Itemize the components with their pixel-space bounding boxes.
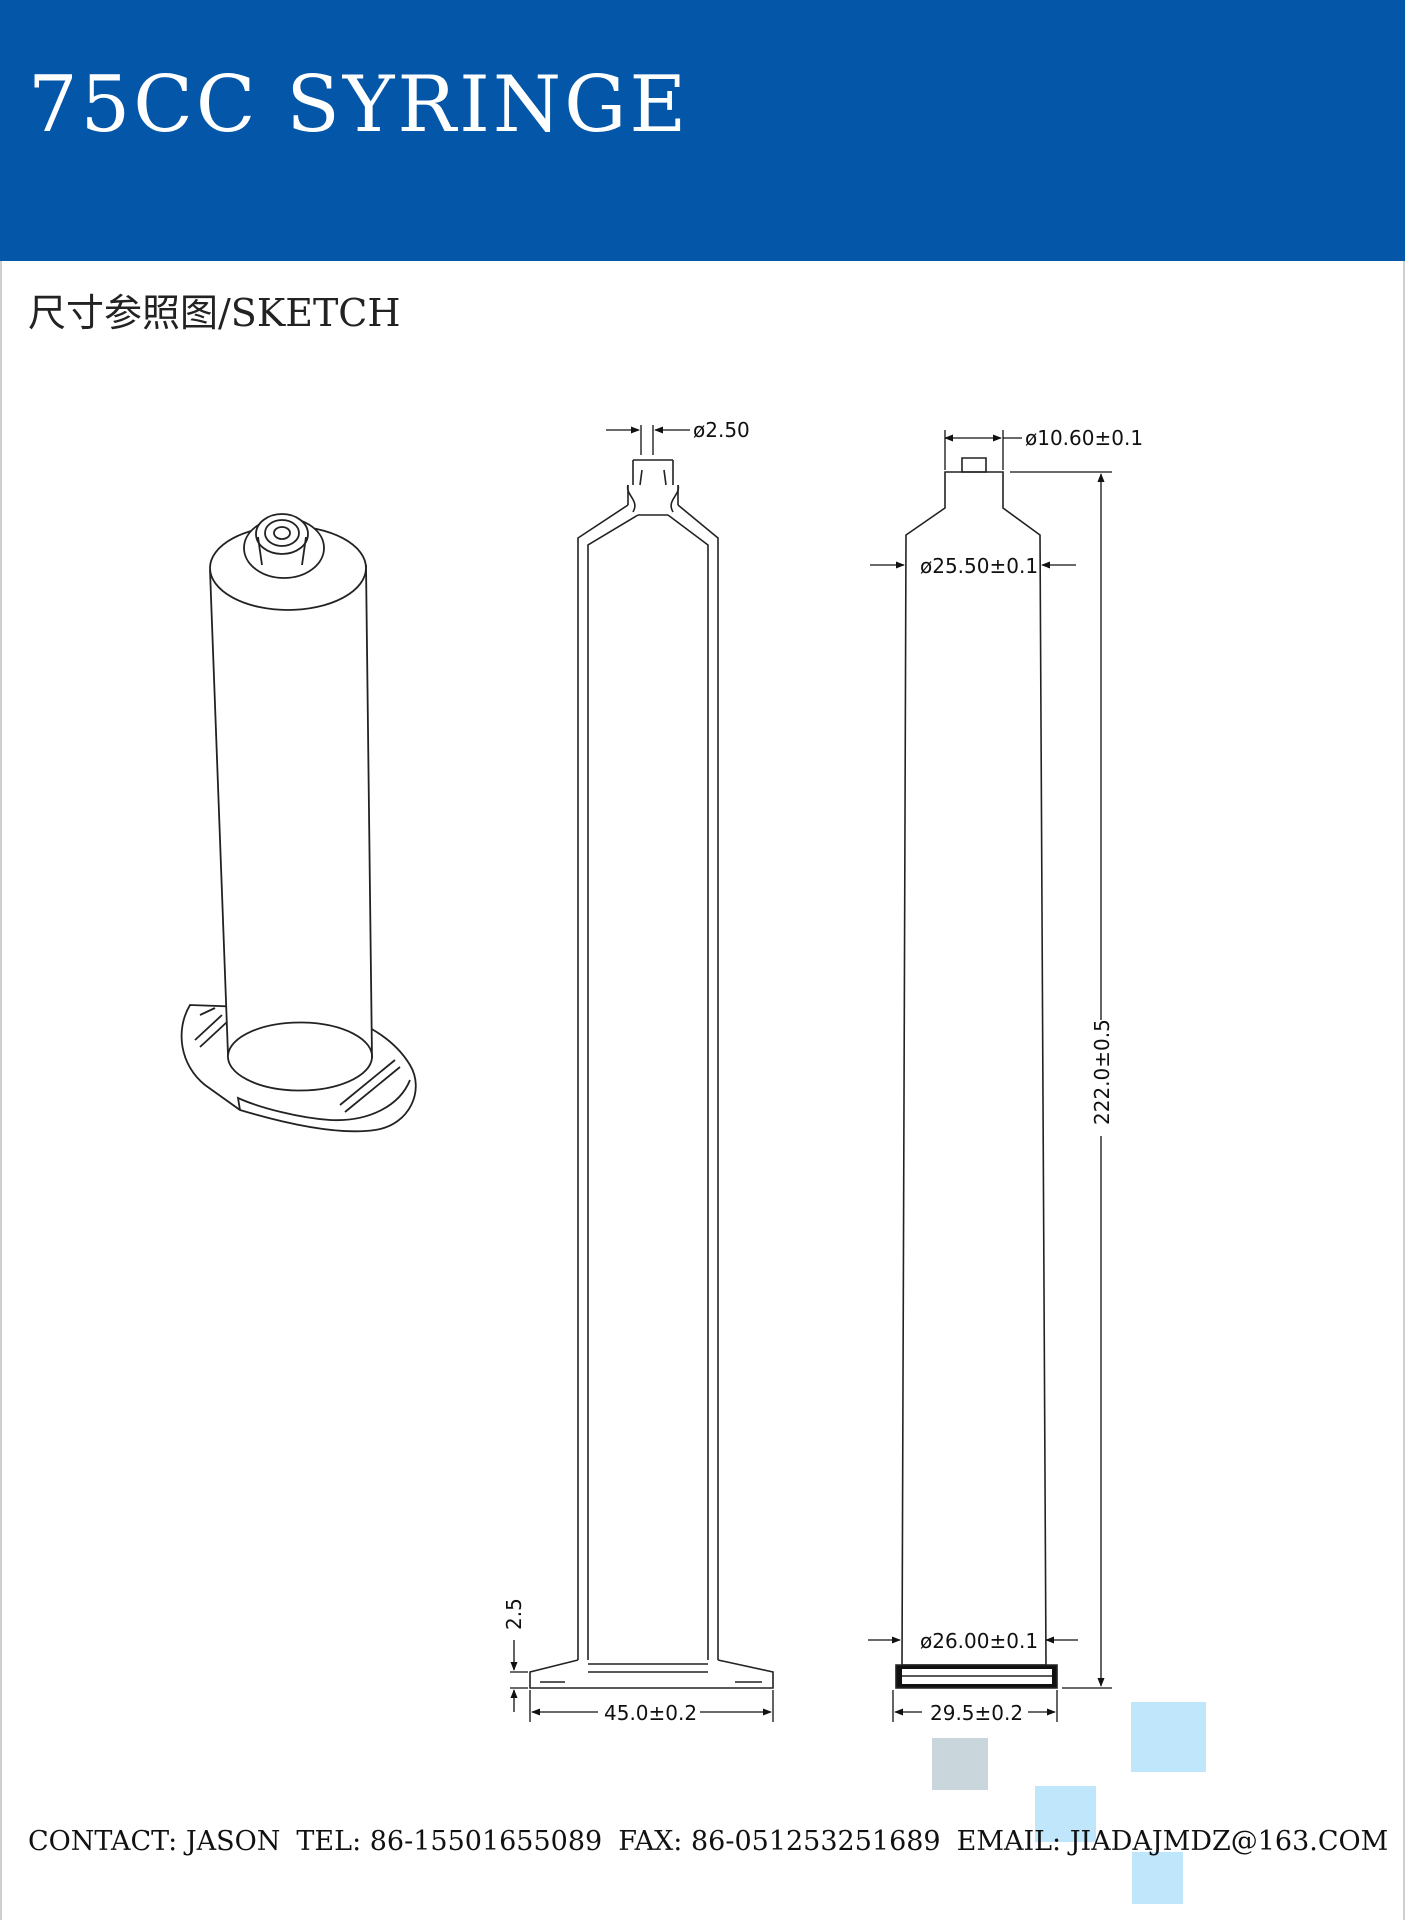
dim-flange-thickness: 2.5 <box>502 1598 526 1630</box>
contact-fax: FAX: 86-051253251689 <box>618 1826 941 1857</box>
header-band <box>0 0 1405 261</box>
decor-square-2 <box>932 1738 988 1790</box>
dim-barrel-bottom: ø26.00±0.1 <box>920 1629 1038 1653</box>
decor-square-3 <box>1035 1786 1096 1842</box>
syringe-section-view <box>529 459 774 1689</box>
dim-base-width: 29.5±0.2 <box>930 1701 1023 1725</box>
contact-tel: TEL: 86-15501655089 <box>296 1826 603 1857</box>
decor-square-4 <box>1132 1852 1183 1904</box>
dim-length: 222.0±0.5 <box>1090 1019 1114 1125</box>
contact-line: CONTACT: JASON TEL: 86-15501655089 FAX: 86… <box>28 1826 1404 1857</box>
section-title: 尺寸参照图/SKETCH <box>28 291 401 335</box>
dim-tip-bore: ø2.50 <box>693 418 750 442</box>
syringe-3d-view <box>180 513 417 1133</box>
barrel-3d <box>209 564 373 1092</box>
syringe-outline-view <box>895 457 1058 1689</box>
right-border-line <box>1403 261 1405 1920</box>
dim-flange-width: 45.0±0.2 <box>604 1701 697 1725</box>
decor-square-1 <box>1131 1702 1206 1772</box>
contact-email: EMAIL: JIADAJMDZ@163.COM <box>956 1826 1389 1857</box>
dim-barrel-top: ø25.50±0.1 <box>920 554 1038 578</box>
page-title: 75CC SYRINGE <box>28 60 690 150</box>
contact-name: CONTACT: JASON <box>28 1826 281 1857</box>
dim-tip-outer: ø10.60±0.1 <box>1025 426 1143 450</box>
left-border-line <box>0 261 2 1920</box>
dimension-lines <box>510 425 1112 1722</box>
